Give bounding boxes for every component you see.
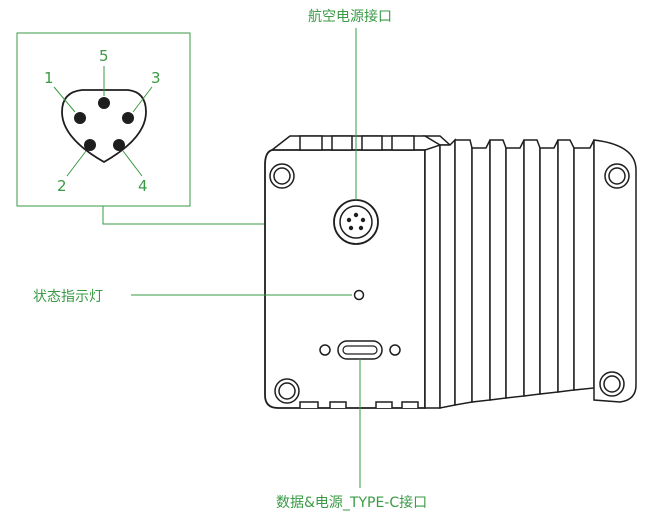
pin-label-3: 3 [151,69,161,87]
pin-label-2: 2 [57,177,67,195]
usb-c-port [319,340,401,360]
pin-label-1: 1 [44,69,54,87]
pinout-connector-face [61,89,147,164]
inset-leader-line [102,206,334,225]
pin-3 [122,112,134,124]
pin-label-4: 4 [138,177,148,195]
aviation-connector [333,199,379,245]
data-power-typec-label: 数据&电源_TYPE-C接口 [276,495,428,511]
pin-label-5: 5 [99,47,109,65]
device-body [264,149,426,409]
pin-5 [98,97,110,109]
pin-2 [84,139,96,151]
pin-4 [113,139,125,151]
aviation-power-port-label: 航空电源接口 [308,9,392,25]
screw-holes [269,163,630,404]
pin-1 [74,112,86,124]
status-indicator-label: 状态指示灯 [33,289,103,305]
status-led [353,289,365,301]
heatsink-fins [422,135,637,409]
